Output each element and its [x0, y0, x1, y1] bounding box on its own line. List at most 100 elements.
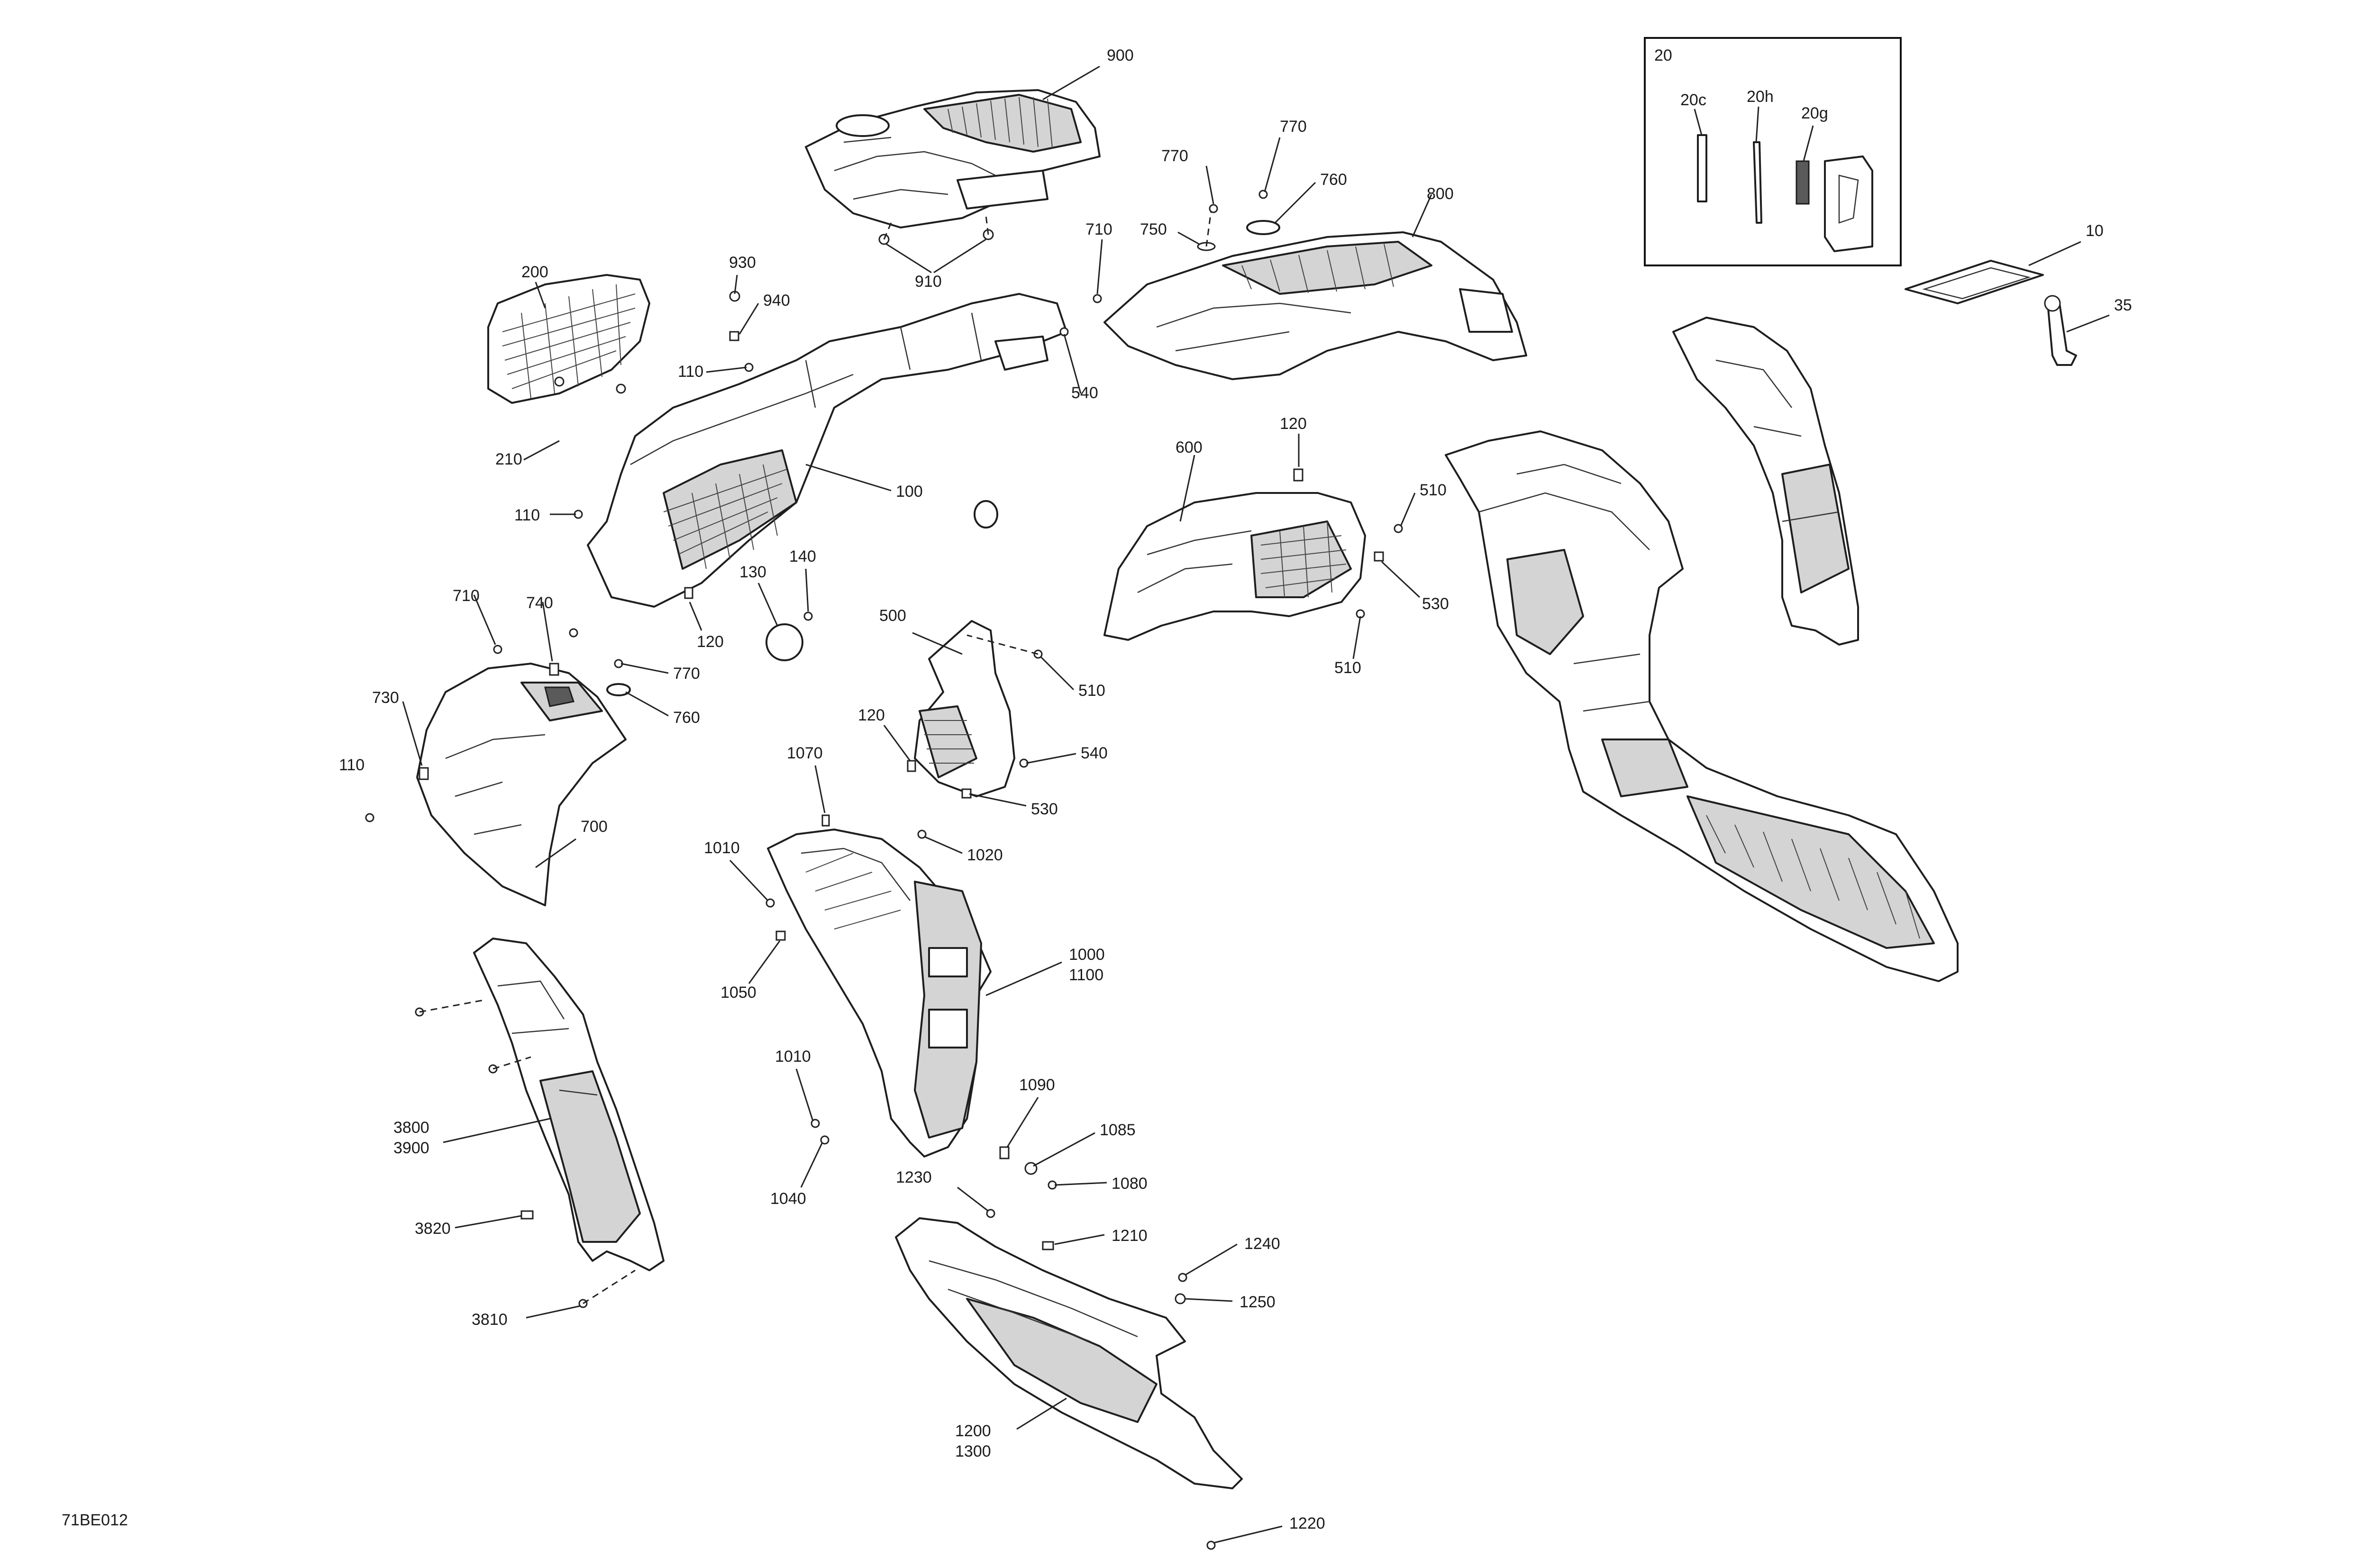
- tool-pouch[interactable]: [1824, 155, 1873, 252]
- callout-labels: 900 910 930 940 200 210 110 110 110 100 …: [62, 46, 2132, 1532]
- callout-1090: 1090: [1019, 1076, 1055, 1094]
- tool-kit-box: [1644, 37, 1902, 266]
- part-100-front-fascia[interactable]: [587, 293, 1067, 608]
- callout-510-c: 510: [1078, 682, 1105, 700]
- callout-1240: 1240: [1244, 1235, 1280, 1253]
- fastener-940[interactable]: [729, 331, 739, 341]
- fastener-1230[interactable]: [986, 1209, 995, 1218]
- callout-750: 750: [1140, 220, 1167, 238]
- part-760-seal-2[interactable]: [606, 683, 631, 696]
- callout-130: 130: [739, 563, 766, 581]
- callout-110-b: 110: [514, 506, 540, 524]
- fastener-740[interactable]: [549, 663, 559, 676]
- callout-20g: 20g: [1801, 104, 1828, 122]
- fastener-1010-b[interactable]: [811, 1119, 820, 1128]
- callout-530-b: 530: [1031, 800, 1058, 818]
- callout-210: 210: [495, 450, 522, 468]
- part-10-manual[interactable]: [1905, 260, 2044, 304]
- callout-770-b: 770: [1161, 147, 1188, 165]
- callout-1010-a: 1010: [704, 839, 740, 857]
- fastener-770-a[interactable]: [569, 628, 578, 638]
- fastener-510-a[interactable]: [1394, 524, 1403, 533]
- callout-20h: 20h: [1747, 88, 1774, 106]
- fastener-210[interactable]: [554, 376, 565, 387]
- drawing-id: 71BE012: [62, 1511, 128, 1529]
- callout-120-b: 120: [1280, 415, 1307, 433]
- fastener-120-b[interactable]: [1293, 468, 1304, 482]
- part-1200-rocker-panel[interactable]: [895, 1217, 1243, 1489]
- part-500-fender-bracket[interactable]: [914, 620, 1015, 797]
- part-side-panel-assembly[interactable]: [1445, 430, 1959, 982]
- callout-10: 10: [2086, 222, 2104, 240]
- callout-1085: 1085: [1100, 1121, 1136, 1139]
- fastener-110-c[interactable]: [365, 813, 374, 822]
- callout-1020: 1020: [967, 846, 1003, 864]
- callout-600: 600: [1176, 438, 1203, 456]
- callout-940: 940: [763, 292, 790, 310]
- callout-510-a: 510: [1420, 481, 1447, 499]
- part-3800-lower-side-panel[interactable]: [473, 938, 665, 1271]
- callout-800: 800: [1427, 185, 1454, 203]
- fastener-1040[interactable]: [820, 1135, 830, 1145]
- fastener-140[interactable]: [803, 611, 813, 621]
- part-20c-tool[interactable]: [1697, 134, 1707, 202]
- callout-110-a: 110: [678, 363, 703, 381]
- part-20g-tool[interactable]: [1796, 160, 1810, 205]
- part-700-front-side-panel[interactable]: [416, 663, 627, 906]
- part-35-wrench[interactable]: [2044, 295, 2077, 366]
- callout-35: 35: [2114, 296, 2132, 314]
- part-800-rear-panel[interactable]: [1103, 231, 1527, 380]
- part-20h-tool[interactable]: [1753, 141, 1762, 224]
- fastener-1210[interactable]: [1042, 1241, 1054, 1250]
- callout-120-c: 120: [858, 706, 885, 724]
- fastener-710-a[interactable]: [493, 645, 502, 654]
- fastener-1220[interactable]: [1206, 1541, 1216, 1550]
- fastener-1090[interactable]: [999, 1146, 1010, 1159]
- part-1000-side-panel[interactable]: [767, 829, 992, 1158]
- fastener-530-b[interactable]: [961, 788, 972, 799]
- part-760-seal[interactable]: [1246, 220, 1280, 235]
- callout-910: 910: [915, 273, 942, 291]
- fastener-770-c[interactable]: [1209, 204, 1218, 213]
- callout-1070: 1070: [787, 744, 823, 762]
- kit-label-20: 20: [1654, 46, 1672, 64]
- callout-3820: 3820: [415, 1220, 451, 1238]
- callout-1220: 1220: [1289, 1514, 1325, 1532]
- callout-740: 740: [526, 594, 553, 612]
- fastener-1050[interactable]: [775, 930, 786, 941]
- callout-3800: 3800: [393, 1119, 429, 1137]
- leader-lines: [402, 65, 2110, 1544]
- callout-710-a: 710: [453, 587, 480, 605]
- fastener-120-a[interactable]: [684, 587, 693, 599]
- fastener-1070[interactable]: [821, 814, 830, 827]
- fastener-120-c[interactable]: [907, 760, 916, 772]
- callout-140: 140: [789, 547, 816, 565]
- callout-510-b: 510: [1334, 659, 1361, 677]
- callout-1200: 1200: [955, 1422, 991, 1440]
- fastener-1240[interactable]: [1178, 1273, 1187, 1282]
- part-130-cap[interactable]: [766, 623, 803, 661]
- callout-1000: 1000: [1069, 946, 1105, 964]
- part-rear-side-panel[interactable]: [1672, 317, 1859, 646]
- part-900-hood[interactable]: [805, 89, 1101, 228]
- callout-120-a: 120: [697, 633, 724, 651]
- part-bumper-disc[interactable]: [974, 500, 998, 529]
- callout-110-c: 110: [339, 756, 365, 774]
- callout-930: 930: [729, 254, 756, 272]
- part-200-grille[interactable]: [487, 274, 650, 404]
- fastener-3820[interactable]: [520, 1210, 534, 1220]
- fastener-710-b[interactable]: [1093, 294, 1102, 303]
- fastener-1250[interactable]: [1175, 1293, 1186, 1304]
- fastener-1020[interactable]: [917, 830, 927, 839]
- callout-710-b: 710: [1085, 220, 1112, 238]
- callout-700: 700: [581, 818, 608, 836]
- fastener-770-d[interactable]: [1258, 190, 1268, 199]
- fastener-730[interactable]: [419, 767, 429, 780]
- callout-540-b: 540: [1081, 744, 1108, 762]
- part-600-rear-fender-liner[interactable]: [1103, 492, 1366, 641]
- callout-200: 200: [521, 263, 548, 281]
- fastener-530-a[interactable]: [1374, 551, 1384, 562]
- fastener-210-b[interactable]: [616, 383, 626, 394]
- fastener-1010-a[interactable]: [766, 898, 775, 908]
